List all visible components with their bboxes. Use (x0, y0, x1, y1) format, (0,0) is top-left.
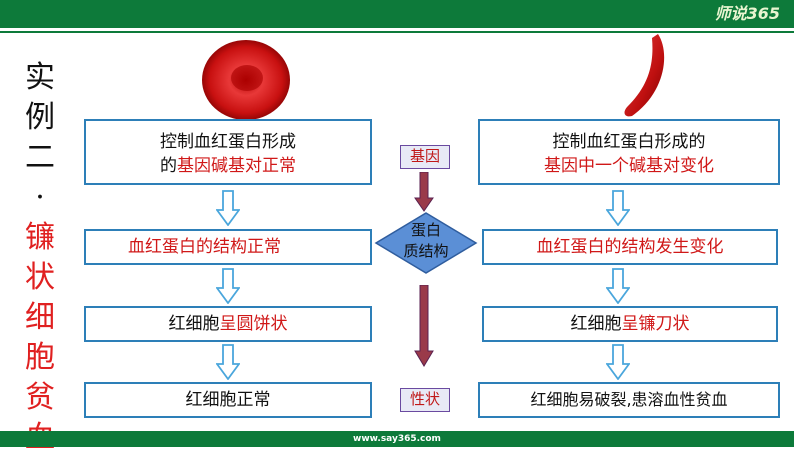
title-char: 实 (25, 60, 55, 95)
protein-label-line1: 蛋白 (410, 221, 441, 239)
left-trait-box: 红细胞正常 (84, 382, 372, 418)
title-char: 例 (25, 100, 55, 135)
left-cell-prefix: 红细胞 (168, 314, 220, 334)
normal-red-blood-cell-image (202, 40, 290, 120)
brand-logo: 师说365 (714, 4, 780, 23)
left-cell-shape-box: 红细胞呈圆饼状 (84, 306, 372, 342)
right-gene-line2: 基因中一个碱基对变化 (544, 156, 714, 176)
bottom-banner (0, 431, 794, 447)
down-arrow-icon (606, 268, 630, 304)
protein-structure-diamond (374, 212, 478, 274)
top-banner (0, 0, 794, 28)
down-arrow-icon (606, 344, 630, 380)
down-arrow-icon (414, 172, 434, 212)
title-char: 二 (25, 140, 55, 175)
left-gene-line2: 的基因碱基对正常 (86, 154, 370, 178)
right-cell-highlight: 呈镰刀状 (621, 314, 690, 334)
right-trait-box: 红细胞易破裂,患溶血性贫血 (478, 382, 780, 418)
left-cell-highlight: 呈圆饼状 (219, 314, 288, 334)
title-char: 状 (25, 260, 55, 295)
left-gene-highlight: 基因碱基对正常 (177, 156, 296, 176)
right-protein-box: 血红蛋白的结构发生变化 (482, 229, 778, 265)
right-cell-prefix: 红细胞 (570, 314, 622, 334)
protein-label-line2: 质结构 (403, 242, 449, 260)
left-gene-prefix: 的 (160, 156, 177, 176)
left-gene-box: 控制血红蛋白形成 的基因碱基对正常 (84, 119, 372, 185)
footer-url: www.say365.com (353, 434, 441, 444)
title-char: 镰 (25, 220, 55, 255)
protein-structure-label: 蛋白 质结构 (374, 220, 478, 262)
banner-divider-dark (0, 31, 794, 33)
right-gene-box: 控制血红蛋白形成的 基因中一个碱基对变化 (478, 119, 780, 185)
down-arrow-icon (216, 268, 240, 304)
title-char: 贫 (25, 380, 55, 415)
banner-divider (0, 28, 794, 31)
trait-label: 性状 (400, 388, 450, 412)
title-char: · (35, 180, 45, 215)
left-gene-line1: 控制血红蛋白形成 (160, 132, 296, 152)
sickle-cell-image (624, 34, 665, 117)
title-char: 细 (25, 300, 55, 335)
down-arrow-icon (216, 344, 240, 380)
title-char: 胞 (25, 340, 55, 375)
right-gene-line1: 控制血红蛋白形成的 (552, 132, 706, 152)
down-arrow-icon (606, 190, 630, 226)
down-arrow-icon (216, 190, 240, 226)
gene-label: 基因 (400, 145, 450, 169)
side-title: 实 例 二 · 镰 状 细 胞 贫 血 (22, 58, 58, 458)
down-arrow-icon (414, 285, 434, 367)
right-cell-shape-box: 红细胞呈镰刀状 (482, 306, 778, 342)
left-protein-box: 血红蛋白的结构正常 (84, 229, 372, 265)
